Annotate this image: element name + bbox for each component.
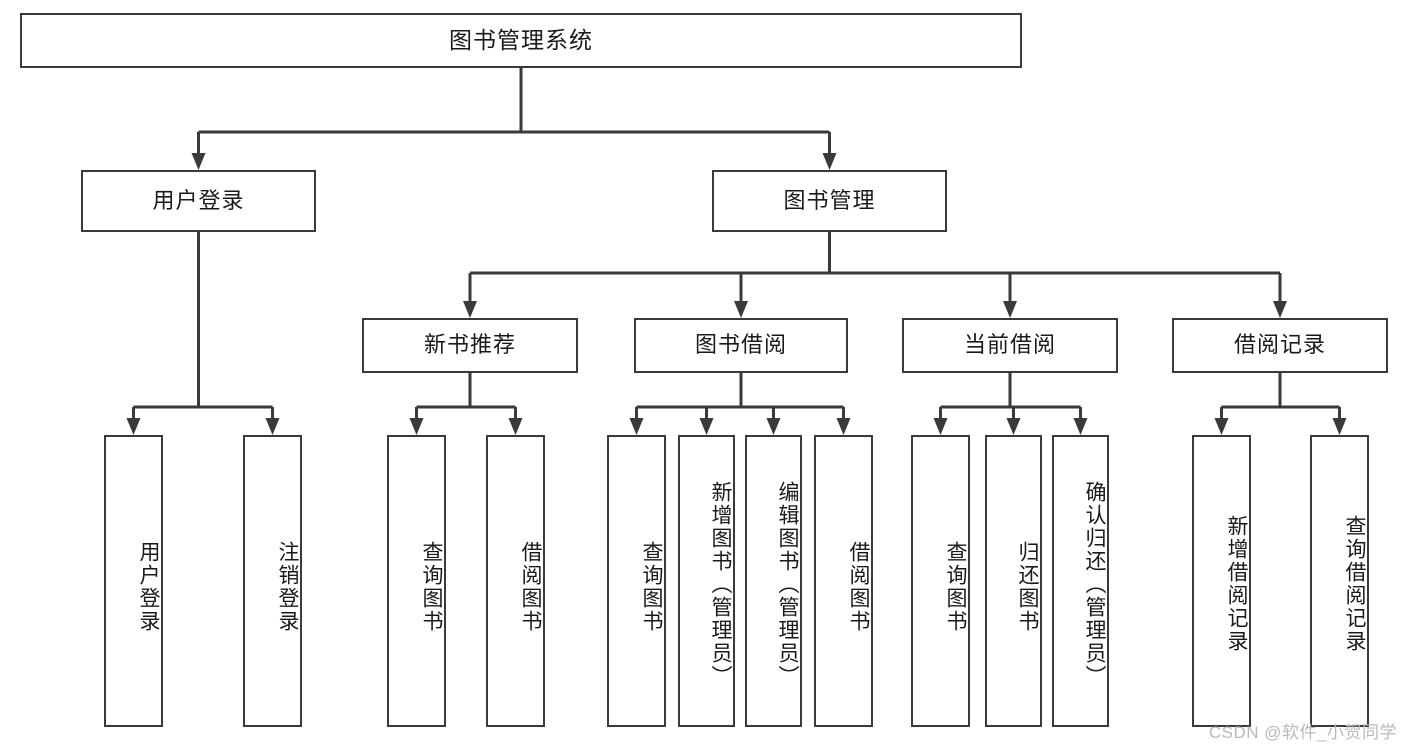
node-label: 注销登录 (276, 541, 299, 633)
node-label: 查询图书 (420, 541, 443, 633)
node-leaf-user-logout[interactable]: 注销登录 (243, 435, 302, 727)
node-label: 查询图书 (640, 541, 663, 633)
edge-arrow-leaf-user-login (126, 418, 141, 435)
node-label: 借阅图书 (519, 541, 542, 633)
edge-arrow-book-borrow (734, 301, 748, 318)
node-root[interactable]: 图书管理系统 (20, 13, 1022, 68)
node-leaf-edit-book-admin[interactable]: 编辑图书（管理员） (745, 435, 802, 727)
edge-arrow-book-manage (822, 153, 837, 170)
edge-arrow-leaf-add-borrow-record (1214, 418, 1229, 435)
node-leaf-return-book[interactable]: 归还图书 (985, 435, 1042, 727)
edge-arrow-leaf-query-book-2 (629, 418, 644, 435)
edge-arrow-leaf-borrow-book-2 (836, 418, 851, 435)
node-label: 用户登录 (137, 541, 160, 633)
node-book-borrow[interactable]: 图书借阅 (634, 318, 848, 373)
edge-arrow-borrow-record (1273, 301, 1287, 318)
node-leaf-query-borrow-record[interactable]: 查询借阅记录 (1310, 435, 1369, 727)
node-leaf-borrow-book-2[interactable]: 借阅图书 (814, 435, 873, 727)
edge-arrow-leaf-user-logout (265, 418, 280, 435)
node-label: 新书推荐 (423, 332, 516, 358)
node-leaf-add-borrow-record[interactable]: 新增借阅记录 (1192, 435, 1251, 727)
node-label: 确认归还（管理员） (1083, 480, 1106, 688)
node-leaf-user-login[interactable]: 用户登录 (104, 435, 163, 727)
node-label: 用户登录 (152, 187, 245, 213)
node-leaf-add-book-admin[interactable]: 新增图书（管理员） (678, 435, 735, 727)
node-borrow-record[interactable]: 借阅记录 (1172, 318, 1388, 373)
node-label: 图书管理 (783, 187, 876, 213)
node-book-manage[interactable]: 图书管理 (712, 170, 947, 232)
node-user-login[interactable]: 用户登录 (81, 170, 316, 232)
edge-arrow-new-book-recommend (463, 301, 477, 318)
node-label: 图书借阅 (694, 332, 787, 358)
edge-arrow-leaf-borrow-book-1 (508, 418, 523, 435)
node-new-book-recommend[interactable]: 新书推荐 (362, 318, 578, 373)
node-current-borrow[interactable]: 当前借阅 (902, 318, 1118, 373)
node-leaf-query-book-3[interactable]: 查询图书 (911, 435, 970, 727)
node-label: 借阅记录 (1233, 332, 1326, 358)
edge-arrow-leaf-query-book-3 (933, 418, 948, 435)
edge-arrow-leaf-return-book (1006, 418, 1021, 435)
edge-arrow-leaf-query-book-1 (409, 418, 424, 435)
node-label: 编辑图书（管理员） (776, 480, 799, 688)
node-label: 新增图书（管理员） (709, 480, 732, 688)
node-label: 借阅图书 (847, 541, 870, 633)
node-label: 查询图书 (944, 541, 967, 633)
node-label: 查询借阅记录 (1343, 515, 1366, 653)
node-label: 当前借阅 (963, 332, 1056, 358)
node-leaf-borrow-book-1[interactable]: 借阅图书 (486, 435, 545, 727)
edge-arrow-leaf-query-borrow-record (1332, 418, 1347, 435)
csdn-watermark: CSDN @软件_小贺同学 (1208, 723, 1397, 742)
edge-arrow-user-login (191, 153, 206, 170)
node-label: 图书管理系统 (449, 26, 593, 53)
node-leaf-query-book-1[interactable]: 查询图书 (387, 435, 446, 727)
node-label: 新增借阅记录 (1225, 515, 1248, 653)
edge-arrow-leaf-add-book-admin (699, 418, 714, 435)
edge-arrow-current-borrow (1003, 301, 1017, 318)
node-leaf-query-book-2[interactable]: 查询图书 (607, 435, 666, 727)
node-label: 归还图书 (1016, 541, 1039, 633)
edge-arrow-leaf-confirm-return-admin (1073, 418, 1088, 435)
edge-arrow-leaf-edit-book-admin (766, 418, 781, 435)
node-leaf-confirm-return-admin[interactable]: 确认归还（管理员） (1052, 435, 1109, 727)
